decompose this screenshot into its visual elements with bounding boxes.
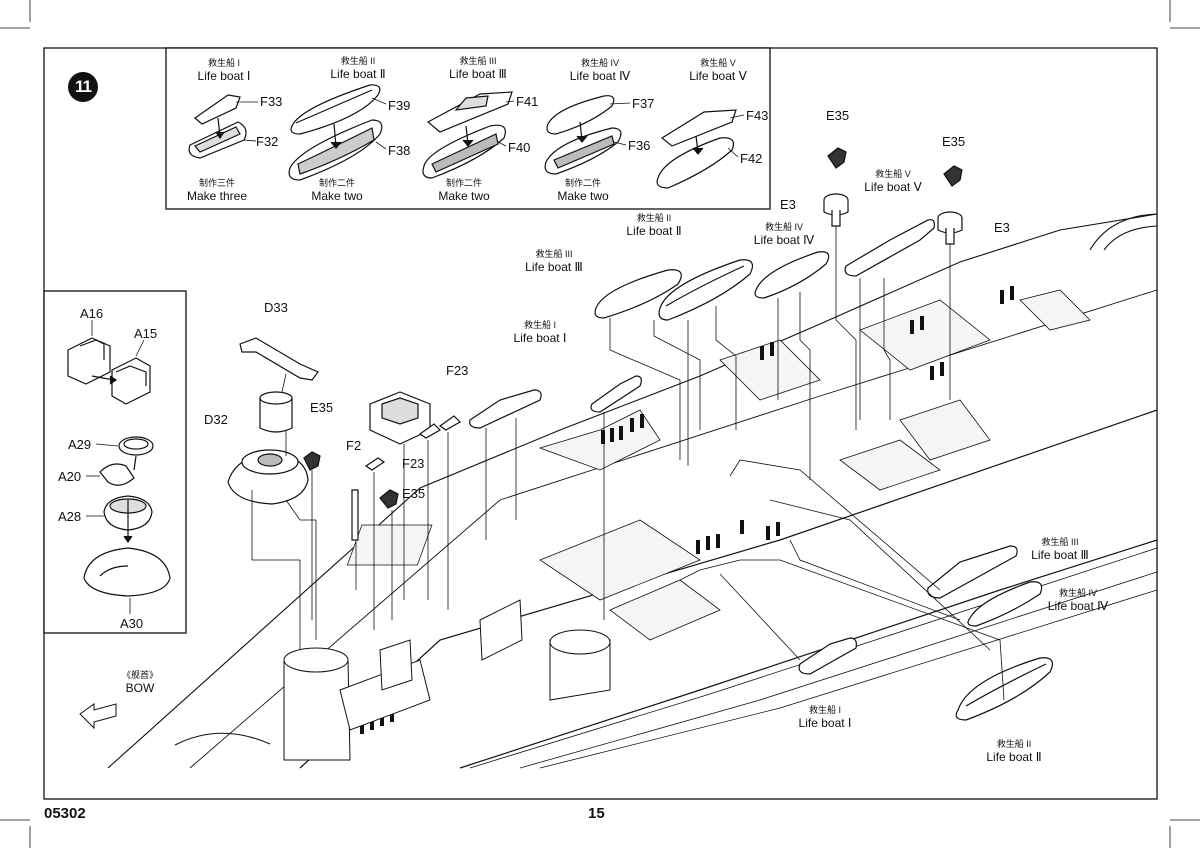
inset-boat2-label: 救生船 II Life boat Ⅱ	[330, 56, 385, 81]
boat-label-en: Life boat Ⅱ	[986, 750, 1042, 764]
boat-label-cn: 救生船 I	[523, 320, 557, 330]
part-label: F42	[740, 151, 763, 166]
guide-lines	[251, 226, 1005, 701]
boat-label: 救生船 IV Life boat Ⅳ	[1048, 588, 1108, 613]
boat-label: 救生船 II Life boat Ⅱ	[986, 739, 1041, 764]
qty-en: Make two	[438, 189, 490, 203]
part-label: E35	[402, 486, 426, 501]
boat-label: 救生船 III Life boat Ⅲ	[525, 249, 583, 274]
qty-cn: 制作三件	[198, 178, 235, 188]
boat-label-en: Life boat Ⅱ	[626, 224, 682, 238]
part-label: E35	[826, 108, 850, 123]
part-label: A15	[134, 326, 158, 341]
qty-en: Make two	[557, 189, 609, 203]
boat-label-en: Life boat Ⅳ	[753, 233, 815, 247]
inset-boat3-cn: 救生船 III	[459, 56, 497, 66]
part-label: F33	[260, 94, 283, 109]
part-label: D33	[264, 300, 288, 315]
inset-boat4-cn: 救生船 IV	[580, 58, 620, 68]
part-label: A29	[68, 437, 92, 452]
main-parts	[227, 147, 1053, 721]
inset-boat2-en: Life boat Ⅱ	[330, 67, 386, 81]
part-label: A30	[120, 616, 144, 631]
inset-boat4-en: Life boat Ⅳ	[569, 69, 631, 83]
inset-left-parts	[67, 337, 171, 597]
boat-label-cn: 救生船 II	[996, 739, 1032, 749]
boat-label-en: Life boat Ⅳ	[1047, 599, 1109, 613]
boat-label: 救生船 V Life boat Ⅴ	[864, 169, 922, 194]
part-label: D32	[204, 412, 228, 427]
inset-boat1-en: Life boat Ⅰ	[197, 69, 251, 83]
boat-label-cn: 救生船 III	[535, 249, 573, 259]
part-label: E3	[780, 197, 796, 212]
part-label: F38	[388, 143, 411, 158]
inset-boat5-label: 救生船 V Life boat Ⅴ	[689, 58, 747, 83]
part-label: F40	[508, 140, 531, 155]
qty-en: Make three	[186, 189, 248, 203]
bow-arrow-icon	[79, 703, 117, 730]
part-label: F36	[628, 138, 651, 153]
qty-cn: 制作二件	[318, 178, 356, 188]
boat-label-cn: 救生船 V	[875, 169, 911, 179]
part-label: A20	[58, 469, 82, 484]
part-label: E35	[942, 134, 966, 149]
part-label: F2	[346, 438, 362, 453]
page-number: 15	[588, 805, 605, 822]
boat-label-en: Life boat Ⅴ	[864, 180, 922, 194]
boat-label-en: Life boat Ⅰ	[798, 716, 852, 730]
part-label: F23	[446, 363, 469, 378]
boat-label-en: Life boat Ⅰ	[513, 331, 567, 345]
part-label: A28	[58, 509, 82, 524]
part-label: A16	[80, 306, 104, 321]
inset-boat2-cn: 救生船 II	[340, 56, 376, 66]
deck-fittings	[360, 286, 1014, 734]
qty-cn: 制作二件	[564, 178, 602, 188]
inset-qty-boat1: 制作三件 Make three	[187, 178, 247, 203]
inset-qty-boat3: 制作二件 Make two	[438, 178, 489, 203]
qty-en: Make two	[311, 189, 363, 203]
boat-label: 救生船 I Life boat Ⅰ	[799, 705, 852, 730]
inset-boat5-cn: 救生船 V	[700, 58, 736, 68]
part-label: F32	[256, 134, 279, 149]
boat-label-en: Life boat Ⅲ	[525, 260, 583, 274]
inset-lifeboats	[188, 84, 737, 189]
boat-label-cn: 救生船 I	[808, 705, 842, 715]
inset-boat3-label: 救生船 III Life boat Ⅲ	[449, 56, 507, 81]
inset-qty-boat2: 制作二件 Make two	[311, 178, 362, 203]
boat-label-cn: 救生船 II	[636, 213, 672, 223]
boat-label: 救生船 IV Life boat Ⅳ	[754, 222, 814, 247]
bow-label-cn: 《舰首》	[121, 670, 159, 680]
part-label: F43	[746, 108, 769, 123]
part-label: E35	[310, 400, 334, 415]
part-label: F41	[516, 94, 539, 109]
bow-label: 《舰首》 BOW	[122, 670, 158, 695]
deck-details	[346, 289, 1091, 641]
kit-number: 05302	[44, 805, 86, 822]
inset-boat1-cn: 救生船 I	[207, 58, 241, 68]
part-label: F37	[632, 96, 655, 111]
boat-label-en: Life boat Ⅲ	[1031, 548, 1089, 562]
boat-label: 救生船 III Life boat Ⅲ	[1031, 537, 1089, 562]
boat-label-cn: 救生船 IV	[764, 222, 804, 232]
bow-label-en: BOW	[125, 681, 155, 695]
part-label: E3	[994, 220, 1010, 235]
boat-label-cn: 救生船 IV	[1058, 588, 1098, 598]
inset-boat5-en: Life boat Ⅴ	[689, 69, 747, 83]
boat-label-cn: 救生船 III	[1041, 537, 1079, 547]
boat-label: 救生船 I Life boat Ⅰ	[514, 320, 567, 345]
inset-boat3-en: Life boat Ⅲ	[449, 67, 507, 81]
step-number-badge: 11	[68, 72, 98, 102]
inset-boat1-label: 救生船 I Life boat Ⅰ	[198, 58, 251, 83]
inset-boat4-label: 救生船 IV Life boat Ⅳ	[570, 58, 630, 83]
superstructure	[283, 599, 611, 761]
inset-qty-boat4: 制作二件 Make two	[557, 178, 608, 203]
part-label: F39	[388, 98, 411, 113]
boat-label: 救生船 II Life boat Ⅱ	[626, 213, 681, 238]
part-label: F23	[402, 456, 425, 471]
qty-cn: 制作二件	[445, 178, 483, 188]
